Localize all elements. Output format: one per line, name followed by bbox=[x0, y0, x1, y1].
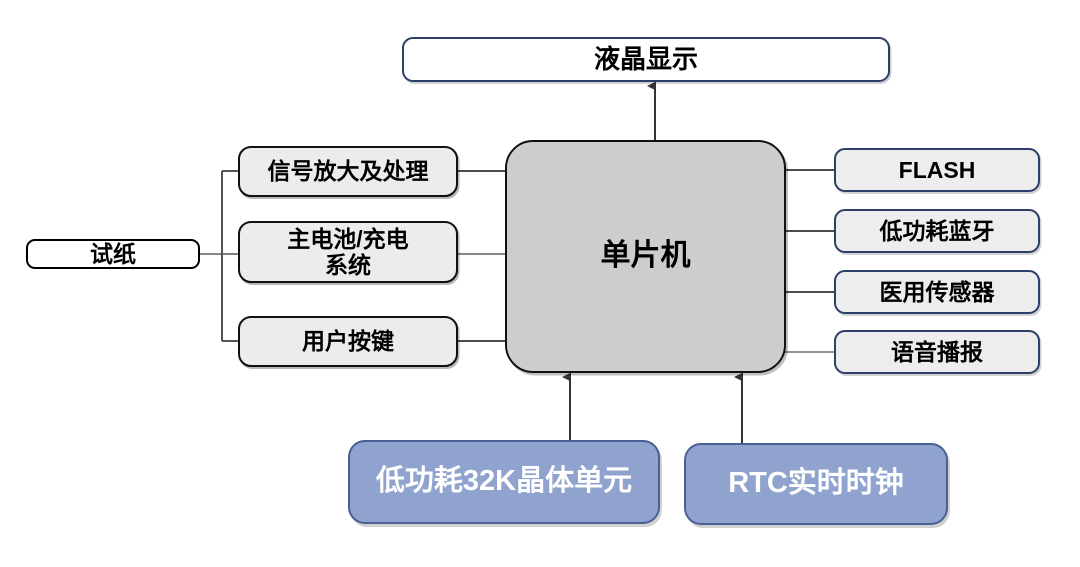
node-lcd-display[interactable]: 液晶显示 bbox=[402, 37, 890, 82]
node-battery-charging-label: 主电池/充电 系统 bbox=[287, 225, 409, 278]
node-signal-amplification-label: 信号放大及处理 bbox=[267, 158, 429, 185]
node-flash-label: FLASH bbox=[898, 156, 976, 183]
node-flash[interactable]: FLASH bbox=[834, 148, 1040, 192]
node-battery-charging[interactable]: 主电池/充电 系统 bbox=[238, 221, 458, 283]
node-low-power-crystal[interactable]: 低功耗32K晶体单元 bbox=[348, 440, 660, 524]
node-voice-broadcast[interactable]: 语音播报 bbox=[834, 330, 1040, 374]
node-user-keys[interactable]: 用户按键 bbox=[238, 316, 458, 367]
node-signal-amplification[interactable]: 信号放大及处理 bbox=[238, 146, 458, 197]
node-bluetooth-le[interactable]: 低功耗蓝牙 bbox=[834, 209, 1040, 253]
node-medical-sensor-label: 医用传感器 bbox=[879, 278, 995, 305]
node-bluetooth-le-label: 低功耗蓝牙 bbox=[879, 217, 995, 244]
node-rtc-clock[interactable]: RTC实时时钟 bbox=[684, 443, 948, 525]
node-mcu[interactable]: 单片机 bbox=[505, 140, 786, 373]
node-rtc-clock-label: RTC实时时钟 bbox=[728, 467, 904, 500]
node-mcu-label: 单片机 bbox=[600, 239, 691, 273]
node-test-strip[interactable]: 试纸 bbox=[26, 239, 200, 269]
node-medical-sensor[interactable]: 医用传感器 bbox=[834, 270, 1040, 314]
node-user-keys-label: 用户按键 bbox=[302, 328, 394, 355]
node-test-strip-label: 试纸 bbox=[90, 240, 136, 267]
node-voice-broadcast-label: 语音播报 bbox=[891, 338, 983, 365]
node-lcd-display-label: 液晶显示 bbox=[593, 43, 698, 74]
node-low-power-crystal-label: 低功耗32K晶体单元 bbox=[375, 465, 633, 498]
